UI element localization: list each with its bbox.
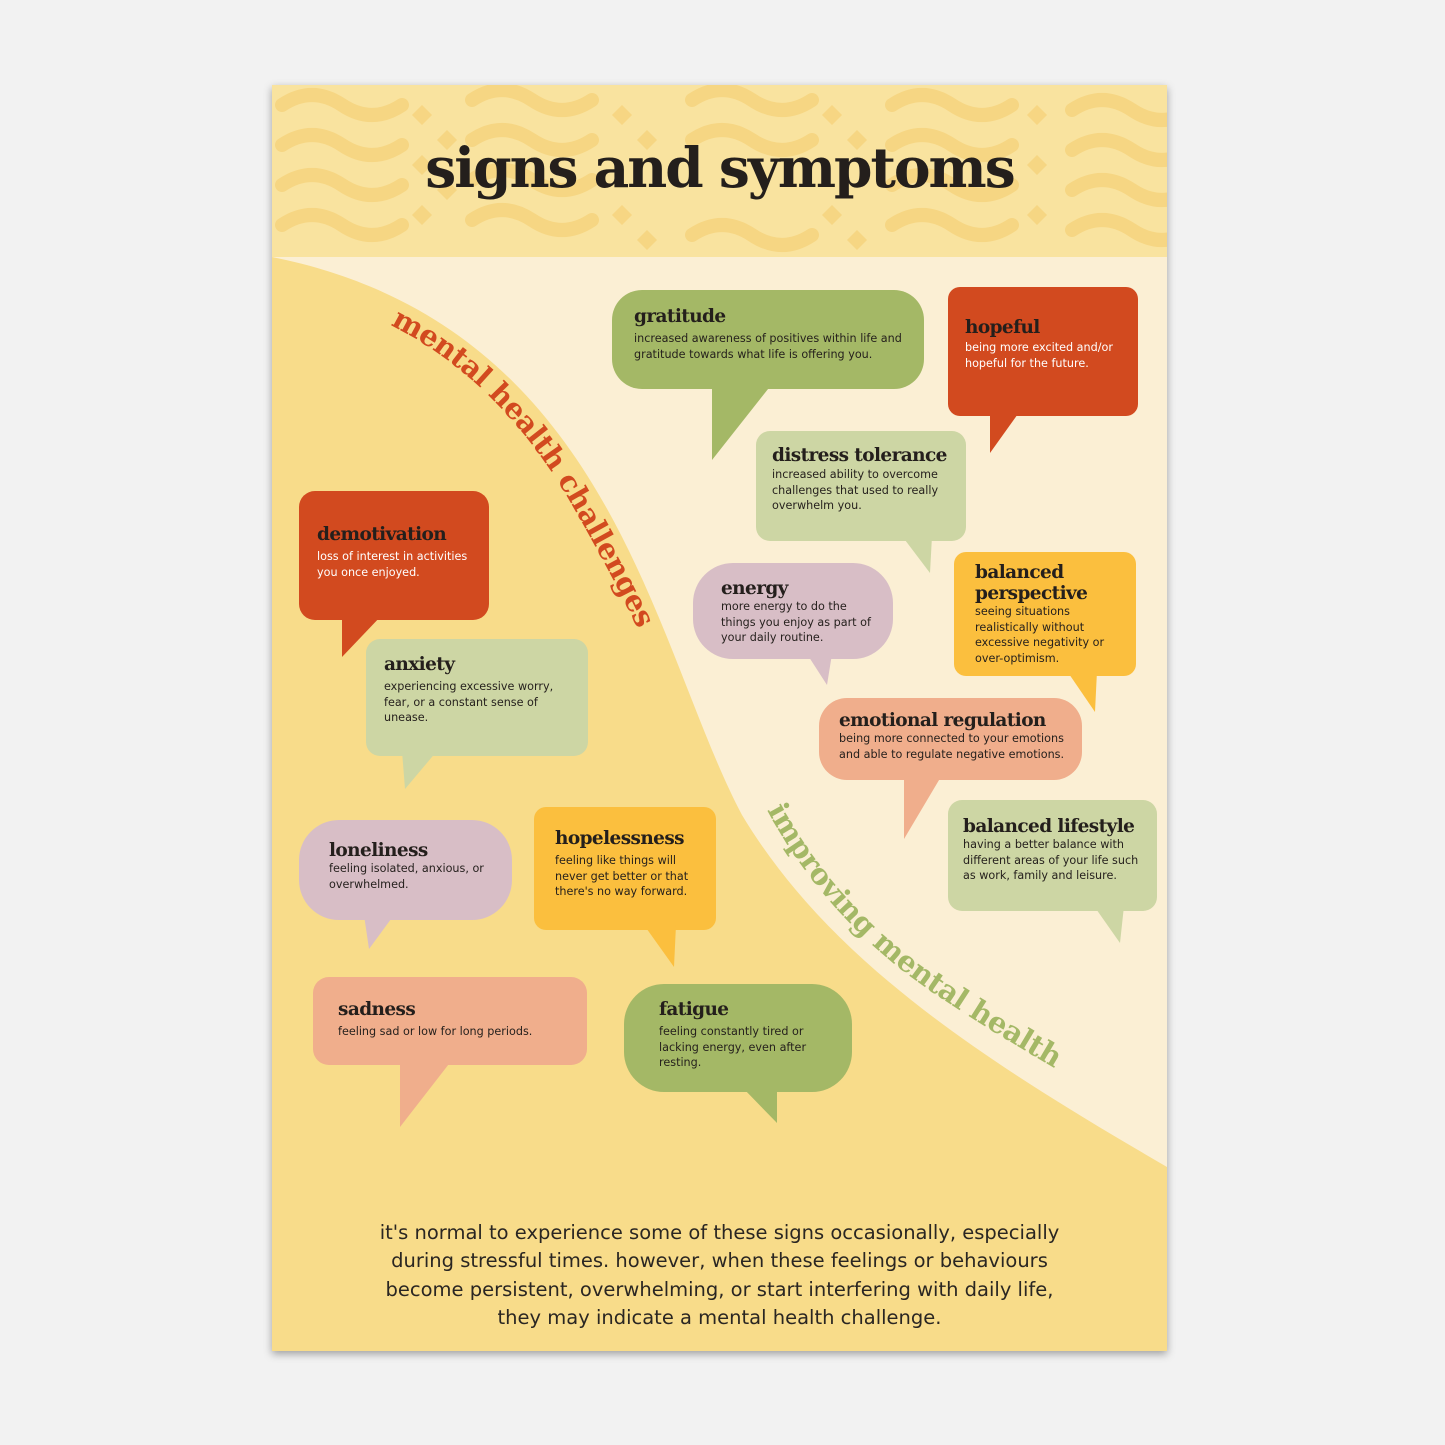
bubble-balanced-perspective-shape xyxy=(954,552,1136,712)
bubble-gratitude: gratitude increased awareness of positiv… xyxy=(634,306,914,362)
bubble-title: sadness xyxy=(338,999,416,1020)
decorative-wave-pattern xyxy=(275,85,1167,252)
bubble-desc: feeling like things will never get bette… xyxy=(555,854,689,898)
bubble-sadness: sadness feeling sad or low for long peri… xyxy=(338,999,578,1040)
bubble-loneliness-shape xyxy=(299,820,512,949)
bubble-title: emotional regulation xyxy=(839,710,1046,731)
bubble-demotivation: demotivation loss of interest in activit… xyxy=(317,524,482,580)
bubble-hopelessness-shape xyxy=(534,807,716,967)
footer-note: it's normal to experience some of these … xyxy=(379,1220,1060,1330)
bubble-title: loneliness xyxy=(329,840,428,861)
bubble-emotional-regulation-shape xyxy=(819,698,1082,839)
bubble-title: distress tolerance xyxy=(772,445,947,466)
bubble-fatigue: fatigue feeling constantly tired or lack… xyxy=(659,999,829,1071)
bubble-title: anxiety xyxy=(384,654,455,675)
bubble-distress-tolerance: distress tolerance increased ability to … xyxy=(772,445,957,514)
bubble-balanced-perspective: balanced perspective seeing situations r… xyxy=(975,562,1120,666)
bubble-desc: feeling isolated, anxious, or overwhelme… xyxy=(329,862,484,891)
bubble-energy: energy more energy to do the things you … xyxy=(721,578,871,646)
bubble-desc: feeling sad or low for long periods. xyxy=(338,1025,533,1038)
bubble-emotional-regulation: emotional regulation being more connecte… xyxy=(839,710,1074,762)
poster-title: signs and symptoms xyxy=(425,135,1015,200)
bubble-demotivation-shape xyxy=(299,491,489,657)
bubble-hopeful-shape xyxy=(948,287,1138,453)
bubble-desc: increased ability to overcome challenges… xyxy=(772,468,939,512)
bubble-title: demotivation xyxy=(317,524,447,545)
bubble-desc: more energy to do the things you enjoy a… xyxy=(721,600,871,644)
bubble-title: hopelessness xyxy=(555,828,685,849)
header-band: signs and symptoms xyxy=(272,85,1167,257)
bubble-desc: being more connected to your emotions an… xyxy=(839,732,1065,761)
bubble-distress-tolerance-shape xyxy=(756,431,966,573)
bubble-desc: seeing situations realistically without … xyxy=(975,605,1105,665)
bubble-title: balanced perspective xyxy=(975,562,1088,604)
bubble-sadness-shape xyxy=(313,977,587,1127)
bubble-title: hopeful xyxy=(965,317,1040,338)
bubble-loneliness: loneliness feeling isolated, anxious, or… xyxy=(329,840,504,892)
bubble-balanced-lifestyle-shape xyxy=(948,800,1157,943)
bubble-desc: experiencing excessive worry, fear, or a… xyxy=(384,680,554,724)
bubble-desc: increased awareness of positives within … xyxy=(634,332,902,361)
bubble-title: energy xyxy=(721,578,788,599)
bubble-energy-shape xyxy=(693,563,893,685)
bubble-desc: feeling constantly tired or lacking ener… xyxy=(659,1025,807,1069)
bubble-anxiety-shape xyxy=(366,639,588,789)
bubble-anxiety: anxiety experiencing excessive worry, fe… xyxy=(384,654,574,726)
bubble-balanced-lifestyle: balanced lifestyle having a better balan… xyxy=(963,816,1148,884)
bubble-fatigue-shape xyxy=(624,984,852,1123)
bubble-gratitude-shape xyxy=(612,290,924,460)
bubble-hopeful: hopeful being more excited and/or hopefu… xyxy=(965,317,1130,371)
poster: signs and symptoms mental health challen… xyxy=(272,85,1167,1351)
bubble-title: gratitude xyxy=(634,306,726,327)
bubble-shapes xyxy=(299,287,1157,1127)
bubble-title: balanced lifestyle xyxy=(963,816,1135,837)
bubble-desc: being more excited and/or hopeful for th… xyxy=(965,341,1113,370)
bubble-title: fatigue xyxy=(659,999,729,1020)
bubble-desc: having a better balance with different a… xyxy=(963,838,1139,882)
bubble-hopelessness: hopelessness feeling like things will ne… xyxy=(555,828,705,900)
bubble-desc: loss of interest in activities you once … xyxy=(317,550,468,579)
